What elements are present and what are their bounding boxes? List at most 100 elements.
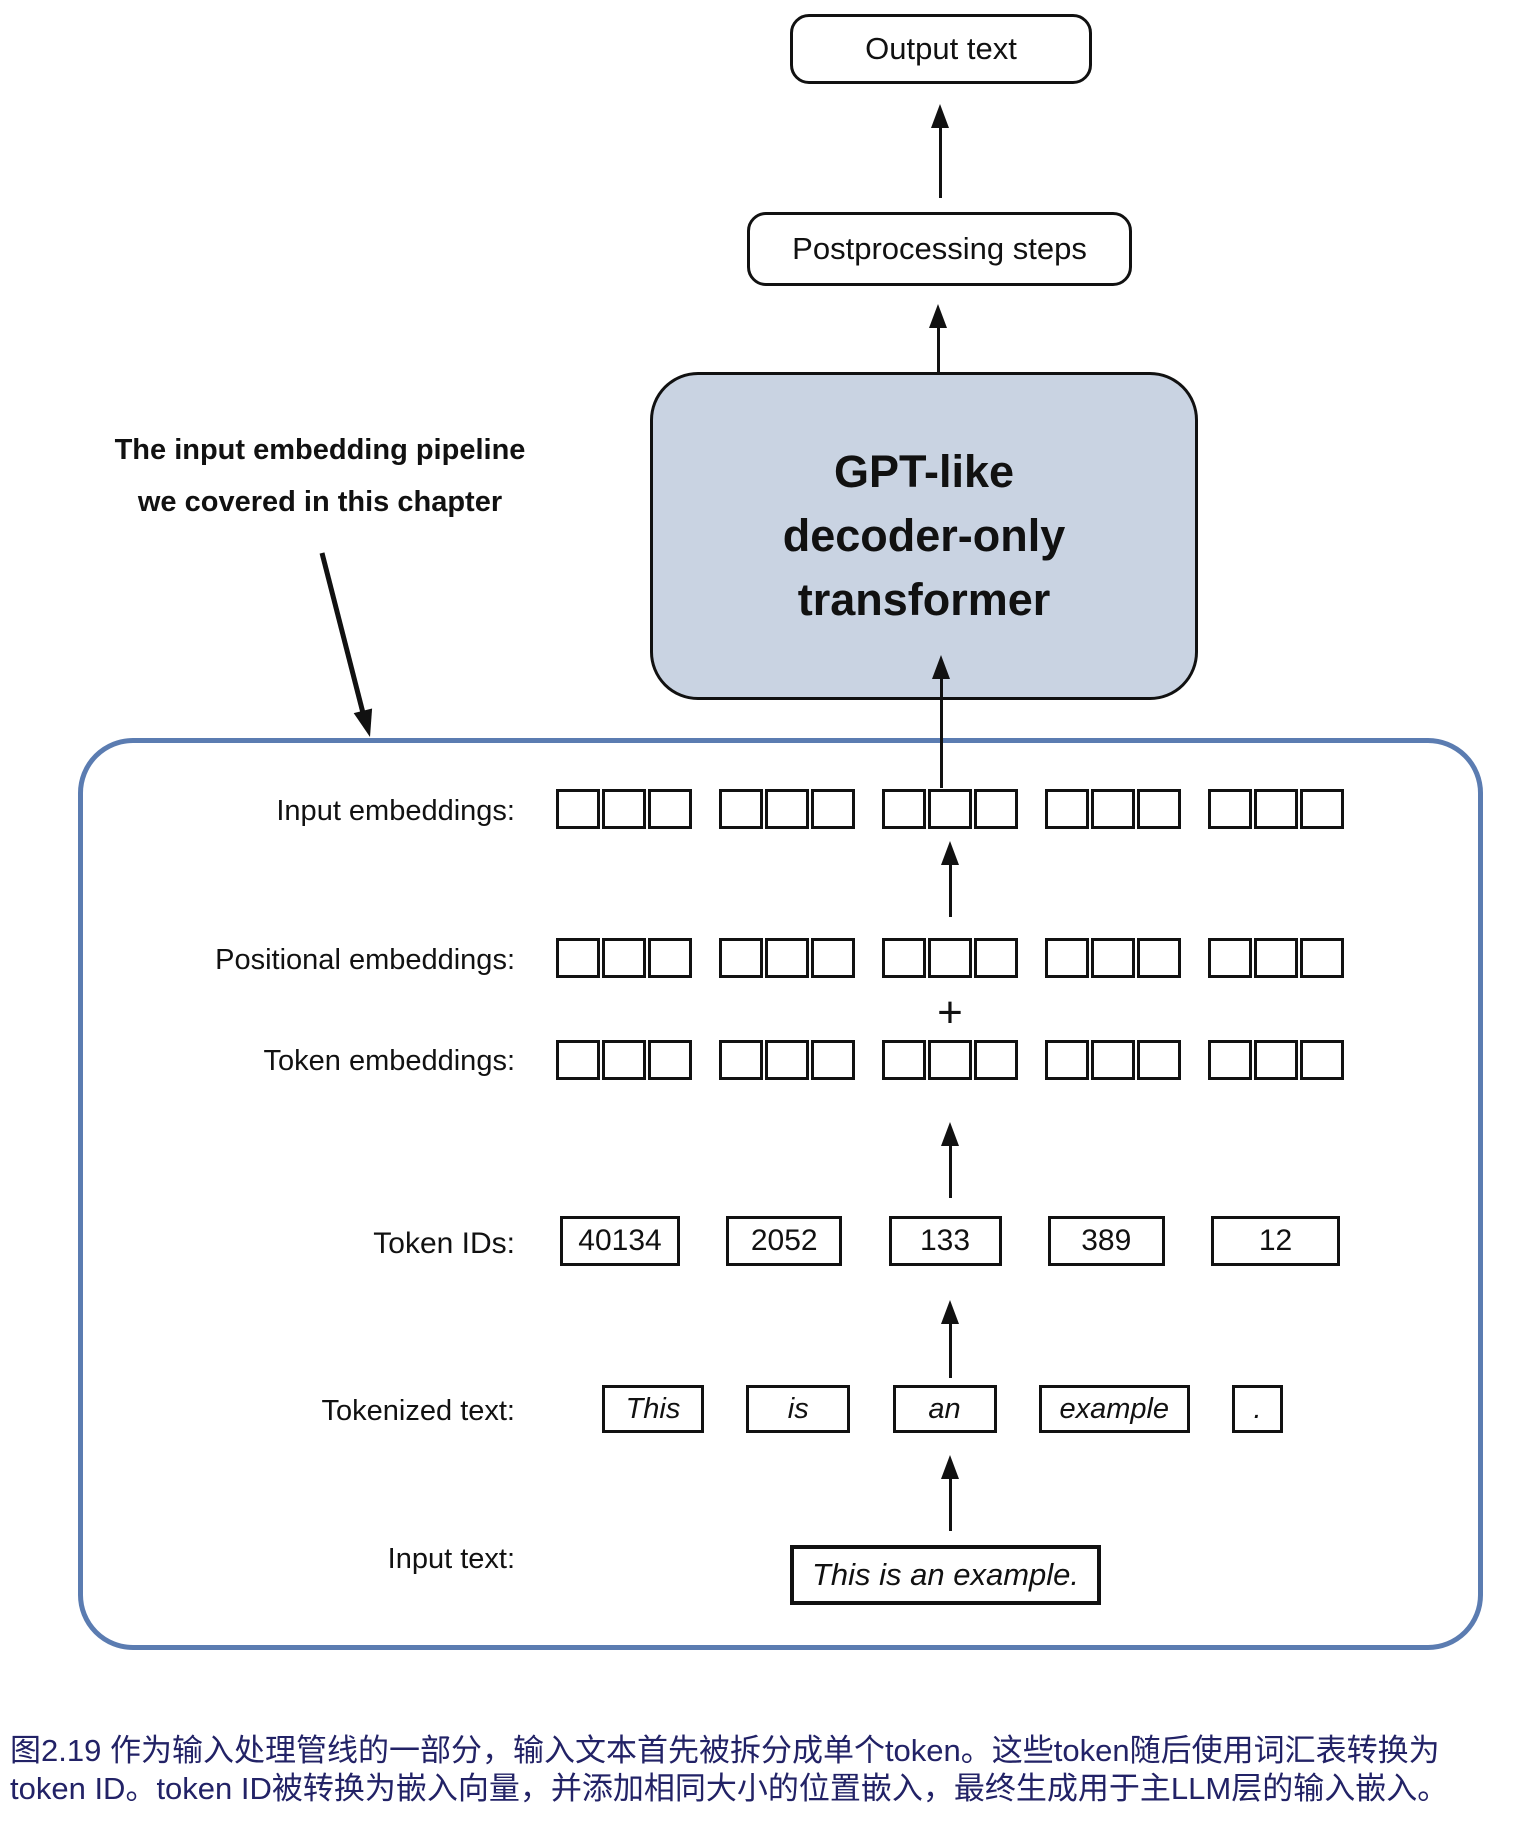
arrow-gpt-to-postprocessing — [927, 304, 949, 404]
embedding-vector — [556, 938, 692, 978]
token-ids-row: 40134 2052 133 389 12 — [560, 1216, 1340, 1266]
arrow-line — [939, 679, 943, 788]
arrow-head-icon — [941, 1455, 959, 1479]
figure-caption: 图2.19 作为输入处理管线的一部分，输入文本首先被拆分成单个token。这些t… — [10, 1732, 1508, 1808]
embedding-cell — [1045, 1040, 1089, 1080]
embedding-cell — [648, 938, 692, 978]
embedding-cell — [719, 789, 763, 829]
token-embeddings-cells — [556, 1040, 1344, 1080]
embedding-cell — [556, 1040, 600, 1080]
embedding-cell — [1045, 789, 1089, 829]
embedding-vector — [1208, 1040, 1344, 1080]
embedding-vector — [1045, 938, 1181, 978]
arrow-line — [938, 128, 942, 198]
embedding-cell — [1208, 789, 1252, 829]
token-box: example — [1038, 1385, 1190, 1433]
token-id-box: 2052 — [726, 1216, 843, 1266]
embedding-cell — [602, 789, 646, 829]
embedding-cell — [648, 789, 692, 829]
embedding-cell — [1254, 789, 1298, 829]
embedding-cell — [1300, 938, 1344, 978]
embedding-cell — [1254, 1040, 1298, 1080]
token-ids-label: Token IDs: — [373, 1227, 515, 1260]
arrow-embeddings-to-gpt — [930, 655, 952, 788]
caption-line2: token ID。token ID被转换为嵌入向量，并添加相同大小的位置嵌入，最… — [10, 1771, 1449, 1806]
embedding-cell — [1208, 1040, 1252, 1080]
arrow-tokens-to-ids — [939, 1300, 961, 1378]
embedding-cell — [719, 938, 763, 978]
gpt-transformer-box: GPT-like decoder-only transformer — [650, 372, 1198, 700]
embedding-cell — [1208, 938, 1252, 978]
embedding-cell — [719, 1040, 763, 1080]
input-text-box: This is an example. — [790, 1545, 1101, 1605]
embedding-pipeline-container — [78, 738, 1483, 1650]
embedding-vector — [1045, 1040, 1181, 1080]
arrow-head-icon — [941, 1300, 959, 1324]
embedding-cell — [556, 789, 600, 829]
plus-sign: + — [937, 988, 963, 1037]
token-id-box: 40134 — [560, 1216, 680, 1266]
gpt-label-line2: decoder-only — [782, 510, 1066, 561]
arrow-head-icon — [929, 304, 947, 328]
gpt-label-line1: GPT-like — [833, 446, 1015, 497]
embedding-vector — [556, 789, 692, 829]
embedding-cell — [928, 938, 972, 978]
input-embeddings-cells — [556, 789, 1344, 829]
embedding-vector — [882, 1040, 1018, 1080]
embedding-cell — [928, 789, 972, 829]
embedding-cell — [1254, 938, 1298, 978]
embedding-cell — [811, 1040, 855, 1080]
caption-line1: 图2.19 作为输入处理管线的一部分，输入文本首先被拆分成单个token。这些t… — [10, 1733, 1440, 1768]
token-box: an — [892, 1385, 997, 1433]
postprocessing-steps-box: Postprocessing steps — [747, 212, 1132, 286]
arrow-head-icon — [941, 841, 959, 865]
embedding-cell — [1045, 938, 1089, 978]
embedding-vector — [1208, 789, 1344, 829]
annotation-arrow — [319, 552, 373, 737]
embedding-vector — [1208, 938, 1344, 978]
embedding-cell — [882, 789, 926, 829]
token-id-box: 133 — [888, 1216, 1002, 1266]
arrow-input-to-tokens — [939, 1455, 961, 1531]
input-embeddings-label: Input embeddings: — [276, 795, 515, 827]
embedding-cell — [648, 1040, 692, 1080]
gpt-transformer-label: GPT-like decoder-only transformer — [783, 440, 1066, 632]
embedding-cell — [556, 938, 600, 978]
embedding-cell — [811, 938, 855, 978]
positional-embeddings-cells — [556, 938, 1344, 978]
output-text-label: Output text — [865, 31, 1017, 66]
arrow-ids-to-token-embeddings — [939, 1122, 961, 1198]
embedding-cell — [928, 1040, 972, 1080]
arrow-head-icon — [353, 708, 373, 737]
arrow-line — [948, 1324, 952, 1378]
embedding-vector — [1045, 789, 1181, 829]
arrow-line — [936, 328, 940, 404]
output-text-box: Output text — [790, 14, 1092, 84]
embedding-cell — [1137, 938, 1181, 978]
embedding-vector — [882, 938, 1018, 978]
embedding-vector — [719, 938, 855, 978]
gpt-label-line3: transformer — [797, 574, 1051, 625]
token-box: is — [746, 1385, 851, 1433]
embedding-cell — [602, 1040, 646, 1080]
embedding-cell — [765, 1040, 809, 1080]
embedding-cell — [974, 1040, 1018, 1080]
token-id-box: 12 — [1211, 1216, 1340, 1266]
annotation-text: The input embedding pipeline we covered … — [60, 424, 580, 528]
annotation-line1: The input embedding pipeline — [114, 434, 526, 466]
embedding-cell — [602, 938, 646, 978]
embedding-cell — [765, 789, 809, 829]
arrow-line — [948, 1479, 952, 1531]
embedding-cell — [1137, 1040, 1181, 1080]
tokenized-text-row: This is an example . — [602, 1385, 1283, 1433]
embedding-vector — [719, 1040, 855, 1080]
arrow-line — [948, 865, 952, 917]
arrow-line — [948, 1146, 952, 1198]
input-text-label: Input text: — [387, 1543, 515, 1575]
arrow-postprocessing-to-output — [929, 104, 951, 198]
embedding-cell — [1300, 1040, 1344, 1080]
arrow-head-icon — [931, 104, 949, 128]
embedding-cell — [1300, 789, 1344, 829]
tokenized-text-label: Tokenized text: — [321, 1395, 515, 1427]
